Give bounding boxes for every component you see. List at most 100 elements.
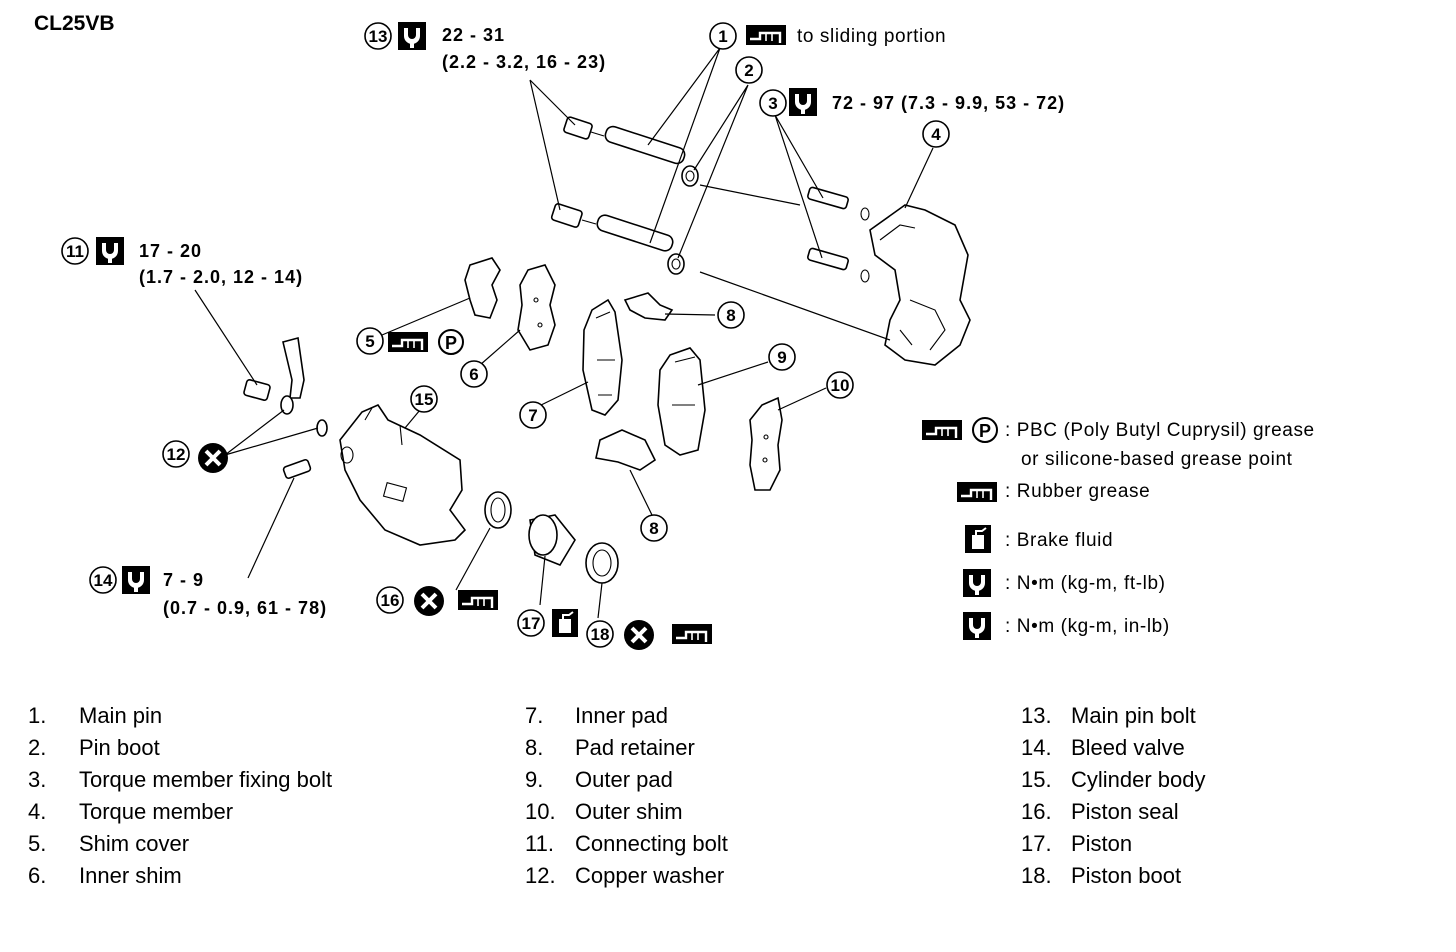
- callout-9: 9: [768, 343, 796, 371]
- spec-13-line1: 22 - 31: [442, 25, 505, 45]
- torque-member-fixing-bolt-upper: [807, 186, 870, 221]
- parts-list: 1.Main pin 2.Pin boot 3.Torque member fi…: [0, 700, 1456, 940]
- callout-7: 7: [519, 401, 547, 429]
- callout-15: 15: [410, 385, 438, 413]
- spec-3: 72 - 97 (7.3 - 9.9, 53 - 72): [832, 93, 1065, 113]
- svg-text:2: 2: [744, 61, 753, 80]
- spec-14-line1: 7 - 9: [163, 570, 204, 590]
- list-item: 8.Pad retainer: [525, 735, 695, 760]
- svg-text:5: 5: [365, 332, 374, 351]
- parts-column-1: 1.Main pin 2.Pin boot 3.Torque member fi…: [28, 700, 332, 892]
- pin-boot-lower: [667, 253, 685, 275]
- svg-text:15: 15: [415, 390, 434, 409]
- legend-rubber-grease: : Rubber grease: [1005, 481, 1150, 502]
- callout-12: 12: [162, 440, 190, 468]
- diagram-title: CL25VB: [34, 12, 115, 35]
- svg-text:14: 14: [94, 571, 113, 590]
- list-item: 12.Copper washer: [525, 863, 725, 888]
- svg-text:11: 11: [66, 242, 84, 261]
- piston-seal: [484, 491, 512, 529]
- piston: [528, 514, 576, 566]
- parts-column-2: 7.Inner pad 8.Pad retainer 9.Outer pad 1…: [525, 700, 728, 892]
- legend-torque-ftlb: : N•m (kg-m, ft-lb): [1005, 573, 1166, 594]
- legend-torque-inlb: : N•m (kg-m, in-lb): [1005, 616, 1170, 637]
- torque-icon-3: [789, 88, 817, 116]
- svg-text:17: 17: [522, 614, 541, 633]
- legend-pbc-icon: P: [972, 417, 998, 443]
- list-item: 1.Main pin: [28, 703, 163, 728]
- list-item: 7.Inner pad: [525, 703, 668, 728]
- torque-member: [869, 204, 971, 366]
- list-item: 13.Main pin bolt: [1021, 703, 1196, 728]
- callout-2: 2: [735, 56, 763, 84]
- list-item: 15.Cylinder body: [1021, 767, 1206, 792]
- rubber-grease-icon-1: [744, 23, 788, 47]
- callout-1: 1: [709, 22, 737, 50]
- list-item: 18.Piston boot: [1021, 863, 1182, 888]
- leader-lines: [194, 47, 934, 619]
- torque-member-fixing-bolt-lower: [807, 247, 870, 283]
- spec-11-line1: 17 - 20: [139, 241, 202, 261]
- callout-8-upper: 8: [717, 301, 745, 329]
- grease-icon-5: [386, 330, 430, 354]
- list-item: 14.Bleed valve: [1021, 735, 1185, 760]
- spec-14-line2: (0.7 - 0.9, 61 - 78): [163, 598, 327, 618]
- svg-text:P: P: [979, 421, 991, 441]
- list-item: 10.Outer shim: [525, 799, 683, 824]
- list-item: 5.Shim cover: [28, 831, 190, 856]
- inner-shim: [517, 264, 556, 351]
- outer-shim: [749, 396, 783, 491]
- legend-pbc-line1: : PBC (Poly Butyl Cuprysil) grease: [1005, 420, 1315, 441]
- callout-10: 10: [826, 371, 854, 399]
- legend-pbc-line2: or silicone-based grease point: [1021, 449, 1293, 470]
- callout-18: 18: [586, 620, 614, 648]
- list-item: 2.Pin boot: [28, 735, 160, 760]
- list-item: 9.Outer pad: [525, 767, 673, 792]
- torque-icon-14: [122, 566, 150, 594]
- pad-retainer-lower: [595, 429, 657, 471]
- legend: P : PBC (Poly Butyl Cuprysil) grease or …: [920, 417, 1315, 640]
- spec-1: to sliding portion: [797, 26, 946, 47]
- callout-13: 13: [364, 22, 392, 50]
- main-pin-upper: [604, 125, 686, 165]
- svg-text:8: 8: [649, 519, 658, 538]
- svg-text:13: 13: [369, 27, 388, 46]
- svg-text:4: 4: [931, 125, 941, 144]
- piston-boot: [585, 542, 619, 584]
- pad-retainer-upper: [623, 292, 674, 321]
- svg-text:8: 8: [726, 306, 735, 325]
- callout-4: 4: [922, 120, 950, 148]
- list-item: 11.Connecting bolt: [525, 831, 728, 856]
- callout-14: 14: [89, 566, 117, 594]
- do-not-reuse-icon-12: [196, 441, 230, 475]
- main-pin-lower: [596, 214, 674, 252]
- legend-torque-ftlb-icon: [963, 569, 991, 597]
- do-not-reuse-icon-16: [412, 584, 446, 618]
- svg-text:P: P: [445, 333, 457, 353]
- svg-text:18: 18: [591, 625, 610, 644]
- svg-text:6: 6: [469, 365, 478, 384]
- spec-13-line2: (2.2 - 3.2, 16 - 23): [442, 52, 606, 72]
- svg-text:12: 12: [167, 445, 186, 464]
- torque-icon-11: [96, 237, 124, 265]
- legend-brake-fluid-icon: [964, 524, 992, 554]
- callout-5: 5: [356, 327, 384, 355]
- callout-11: 11: [61, 237, 89, 265]
- pin-boot-upper: [681, 165, 699, 187]
- pbc-grease-icon-5: P: [438, 329, 464, 355]
- list-item: 4.Torque member: [28, 799, 234, 824]
- exploded-view-diagram: CL25VB: [34, 12, 1315, 652]
- list-item: 16.Piston seal: [1021, 799, 1179, 824]
- callout-3: 3: [759, 89, 787, 117]
- list-item: 6.Inner shim: [28, 863, 182, 888]
- outer-pad: [657, 347, 706, 456]
- svg-text:10: 10: [831, 376, 850, 395]
- legend-grease-icon: [920, 418, 964, 442]
- bleed-valve: [282, 458, 312, 480]
- list-item: 17.Piston: [1021, 831, 1133, 856]
- legend-rubber-grease-icon: [955, 480, 999, 504]
- callout-16: 16: [376, 586, 404, 614]
- cylinder-body: [339, 403, 467, 546]
- svg-text:7: 7: [528, 406, 537, 425]
- legend-torque-inlb-icon: [963, 612, 991, 640]
